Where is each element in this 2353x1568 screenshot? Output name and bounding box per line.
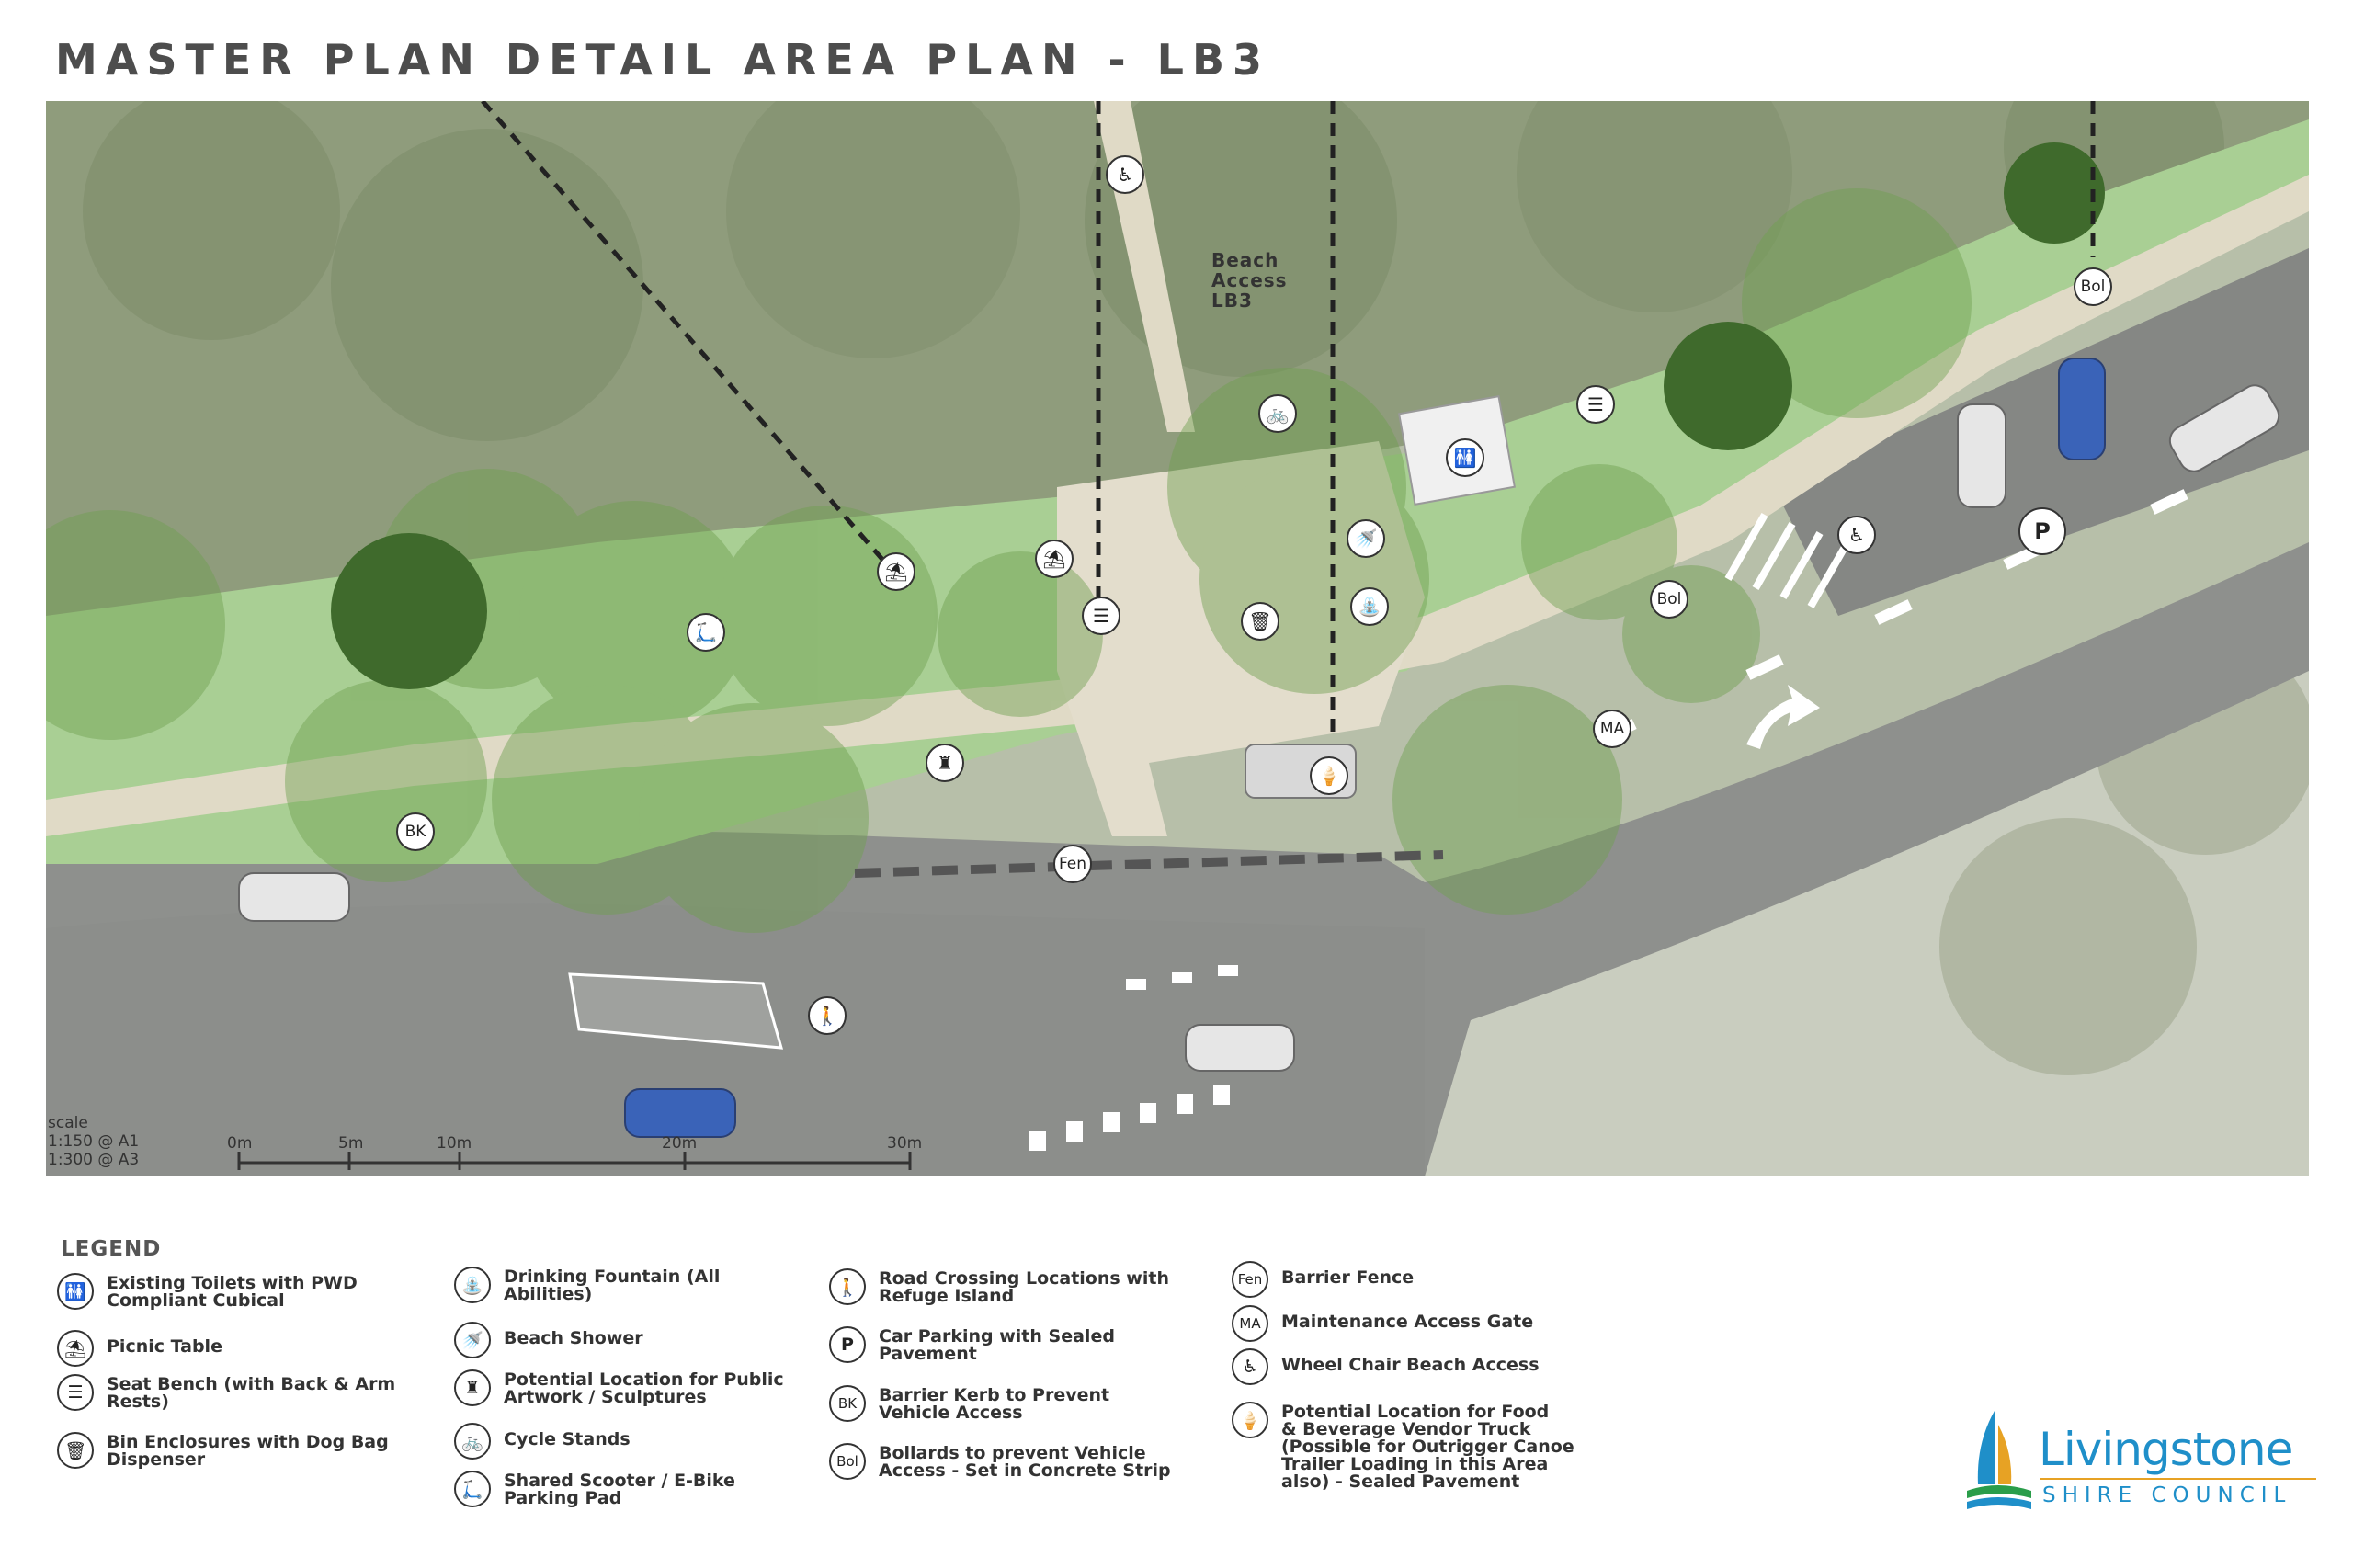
road-markings [1029,489,2188,1151]
mature-trees [331,142,2105,689]
scale-tick-0: 0m [227,1134,253,1153]
picnic-table-marker[interactable]: ⛱ [877,552,915,591]
page-title: MASTER PLAN DETAIL AREA PLAN - LB3 [55,35,1271,85]
aerial-map-base [46,101,2309,1176]
site-plan-map: Beach Access LB3 ♿ 🚲 🚻 ☰ ⛱ ⛱ ☰ 🛴 🗑 🚿 ⛲ ♜… [46,101,2309,1176]
scooter-icon: 🛴 [454,1471,491,1507]
barrier-kerb-icon: BK [829,1385,866,1422]
road-crossing-icon: 🚶 [829,1268,866,1305]
cycle-stands-marker[interactable]: 🚲 [1258,394,1297,433]
drinking-fountain-icon: ⛲ [454,1267,491,1303]
picnic-table-icon: ⛱ [884,561,908,583]
scale-tick-20: 20m [662,1134,698,1153]
hatched-area [1724,513,1851,608]
seat-bench-icon: ☰ [1093,605,1109,627]
bin-marker[interactable]: 🗑 [1241,602,1279,641]
artwork-marker[interactable]: ♜ [926,744,964,782]
legend-item-bin: 🗑 Bin Enclosures with Dog Bag Dispenser [57,1432,389,1469]
legend-item-car-parking: P Car Parking with Sealed Pavement [829,1326,1115,1363]
shower-icon: 🚿 [1354,528,1378,550]
bollards-marker-2[interactable]: Bol [2074,267,2112,306]
scale-tick-5: 5m [338,1134,364,1153]
logo-subtitle: SHIRE COUNCIL [2042,1483,2292,1507]
logo-emblem [1967,1411,2031,1509]
pedestrian-icon: 🚶 [815,1005,839,1027]
logo-name: Livingstone [2039,1423,2293,1476]
bollards-icon: Bol [829,1443,866,1480]
road-crossing-marker[interactable]: 🚶 [808,996,847,1035]
toilets-icon: 🚻 [1453,447,1477,469]
legend-item-beach-shower: 🚿 Beach Shower [454,1322,643,1358]
car-parking-icon: P [829,1326,866,1363]
scooter-pad-marker[interactable]: 🛴 [687,613,725,652]
maintenance-gate-icon: MA [1232,1305,1268,1342]
maintenance-gate-marker[interactable]: MA [1593,710,1631,748]
legend-item-road-crossing: 🚶 Road Crossing Locations with Refuge Is… [829,1268,1169,1305]
scooter-icon: 🛴 [694,621,718,643]
legend-item-barrier-fence: Fen Barrier Fence [1232,1261,1414,1298]
picnic-table-marker-2[interactable]: ⛱ [1035,540,1074,578]
legend-title: LEGEND [61,1237,162,1261]
beach-shower-icon: 🚿 [454,1322,491,1358]
scale-tick-30: 30m [887,1134,923,1153]
wheelchair-parking-marker[interactable]: ♿ [1837,516,1876,554]
bin-icon: 🗑 [57,1432,94,1469]
barrier-fence-marker[interactable]: Fen [1053,845,1092,883]
picnic-table-icon: ⛱ [1042,548,1066,570]
bin-icon: 🗑 [1248,610,1272,632]
beach-shower-marker[interactable]: 🚿 [1347,519,1385,558]
seat-bench-marker-2[interactable]: ☰ [1082,597,1120,635]
wheelchair-icon: ♿ [1117,164,1133,186]
tree-canopies [46,188,1972,933]
car-parking-marker[interactable]: P [2018,507,2066,555]
cycle-stands-icon: 🚲 [454,1423,491,1460]
legend-item-wheelchair: ♿ Wheel Chair Beach Access [1232,1348,1540,1385]
toilets-icon: 🚻 [57,1273,94,1310]
legend-item-artwork: ♜ Potential Location for Public Artwork … [454,1369,784,1406]
seat-bench-icon: ☰ [57,1374,94,1411]
legend-item-picnic-table: ⛱ Picnic Table [57,1330,222,1367]
food-truck-icon: 🍦 [1317,765,1341,787]
wheelchair-access-marker[interactable]: ♿ [1106,155,1144,194]
food-truck-icon: 🍦 [1232,1402,1268,1438]
drinking-fountain-marker[interactable]: ⛲ [1350,587,1389,626]
seat-bench-icon: ☰ [1587,393,1604,415]
wheelchair-icon: ♿ [1232,1348,1268,1385]
beach-access-label: Beach Access LB3 [1211,249,1288,312]
cycle-icon: 🚲 [1266,403,1290,425]
artwork-icon: ♜ [937,752,953,774]
food-truck-marker[interactable]: 🍦 [1310,756,1348,795]
scale-label: scale 1:150 @ A1 1:300 @ A3 [48,1114,140,1169]
council-logo: Livingstone SHIRE COUNCIL [1958,1406,2325,1517]
logo-divider [2040,1478,2316,1480]
artwork-icon: ♜ [454,1369,491,1406]
fountain-icon: ⛲ [1358,596,1381,618]
legend-item-toilets: 🚻 Existing Toilets with PWD Compliant Cu… [57,1273,358,1310]
barrier-kerb-marker[interactable]: BK [396,812,435,851]
legend-item-bollards: Bol Bollards to prevent Vehicle Access -… [829,1443,1171,1480]
barrier-fence-icon: Fen [1232,1261,1268,1298]
scale-bar [237,1152,912,1170]
seat-bench-marker[interactable]: ☰ [1576,385,1615,424]
leader-lines [481,101,2096,735]
picnic-table-icon: ⛱ [57,1330,94,1367]
legend-item-food-truck: 🍦 Potential Location for Food & Beverage… [1232,1402,1574,1491]
legend-item-maintenance-gate: MA Maintenance Access Gate [1232,1305,1533,1342]
bollards-marker[interactable]: Bol [1650,580,1688,619]
legend-item-drinking-fountain: ⛲ Drinking Fountain (All Abilities) [454,1267,720,1303]
legend-item-barrier-kerb: BK Barrier Kerb to Prevent Vehicle Acces… [829,1385,1109,1422]
wheelchair-icon: ♿ [1848,524,1865,546]
parked-cars [238,358,2280,1138]
legend-item-seat-bench: ☰ Seat Bench (with Back & Arm Rests) [57,1374,395,1411]
toilets-marker[interactable]: 🚻 [1446,438,1484,477]
legend-item-scooter: 🛴 Shared Scooter / E-Bike Parking Pad [454,1471,735,1507]
legend-item-cycle-stands: 🚲 Cycle Stands [454,1423,631,1460]
scale-tick-10: 10m [437,1134,472,1153]
